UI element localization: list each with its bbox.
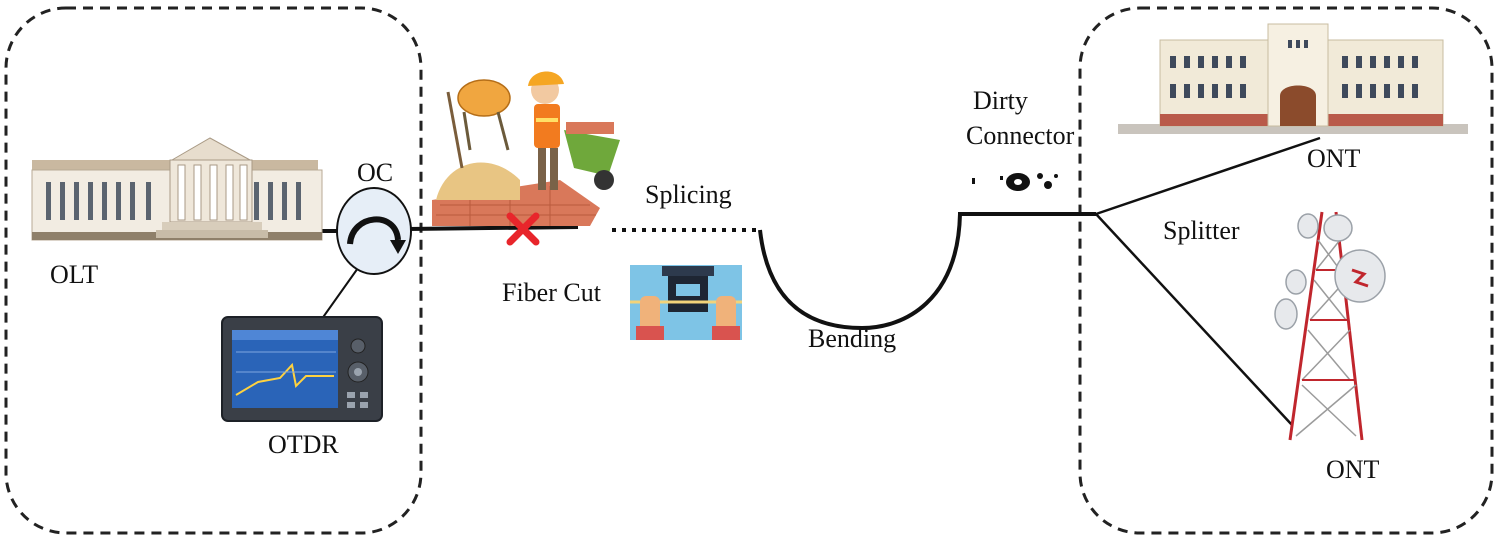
splitter-branch-lower [1095, 213, 1293, 426]
fusion-splicer-icon [630, 265, 742, 340]
central-office-building-icon [31, 137, 323, 241]
dirty-connector-label-line2: Connector [966, 121, 1075, 150]
oc-label: OC [357, 158, 394, 187]
dirty-connector-label-line1: Dirty [973, 86, 1028, 115]
optical-circulator-icon [336, 187, 412, 275]
splitter-branch-upper [1095, 136, 1321, 216]
red-x-icon [506, 212, 540, 246]
splitter-branches [1095, 136, 1321, 426]
ont-bottom-label: ONT [1326, 455, 1380, 484]
ont-top-label: ONT [1307, 144, 1361, 173]
olt-label: OLT [50, 260, 99, 289]
splicing-label: Splicing [645, 180, 732, 209]
oc-to-cut-fiber [407, 225, 579, 231]
fiber-cut-label: Fiber Cut [502, 278, 601, 307]
bending-label: Bending [808, 324, 897, 353]
telecom-tower-icon [1274, 211, 1386, 441]
customer-side-boundary [1078, 6, 1494, 535]
otdr-device-icon [221, 316, 383, 422]
olt-side-boundary [4, 6, 423, 535]
splitter-label: Splitter [1163, 216, 1240, 245]
dirt-speck-icon [972, 173, 1058, 191]
construction-worker-icon [432, 71, 620, 226]
fiber-links [268, 212, 1096, 331]
customer-building-icon [1118, 23, 1468, 134]
otdr-label: OTDR [268, 430, 339, 459]
bending-fiber [758, 213, 962, 331]
